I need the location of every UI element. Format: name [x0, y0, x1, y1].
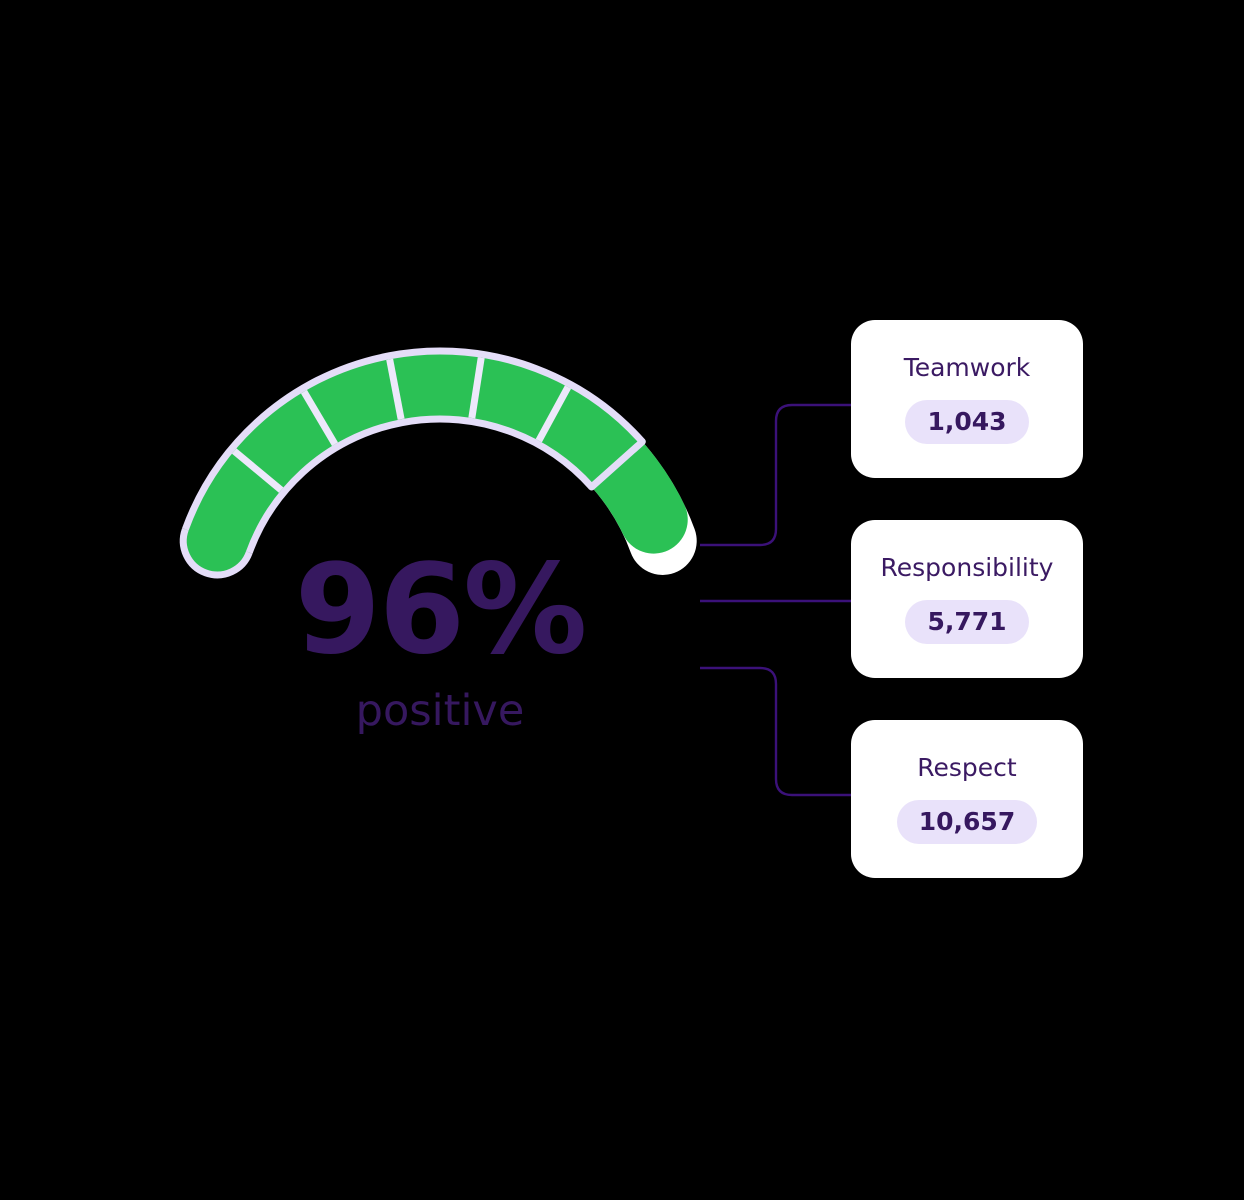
gauge-segment-separators	[231, 357, 572, 493]
metric-card-count-badge: 1,043	[905, 400, 1029, 445]
metric-card-title: Teamwork	[903, 352, 1031, 382]
metric-card-respect[interactable]: Respect 10,657	[851, 720, 1083, 878]
gauge-svg	[179, 347, 697, 579]
gauge-band-outline	[179, 347, 646, 579]
metric-card-count-badge: 5,771	[905, 600, 1029, 645]
metric-card-title: Responsibility	[880, 552, 1054, 582]
metric-card-count-badge: 10,657	[896, 800, 1038, 845]
sentiment-gauge: 96% positive	[179, 347, 697, 733]
metric-card-title: Respect	[917, 752, 1017, 782]
gauge-track-filled	[183, 351, 688, 575]
metric-card-teamwork[interactable]: Teamwork 1,043	[851, 320, 1083, 478]
metric-card-responsibility[interactable]: Responsibility 5,771	[851, 520, 1083, 678]
